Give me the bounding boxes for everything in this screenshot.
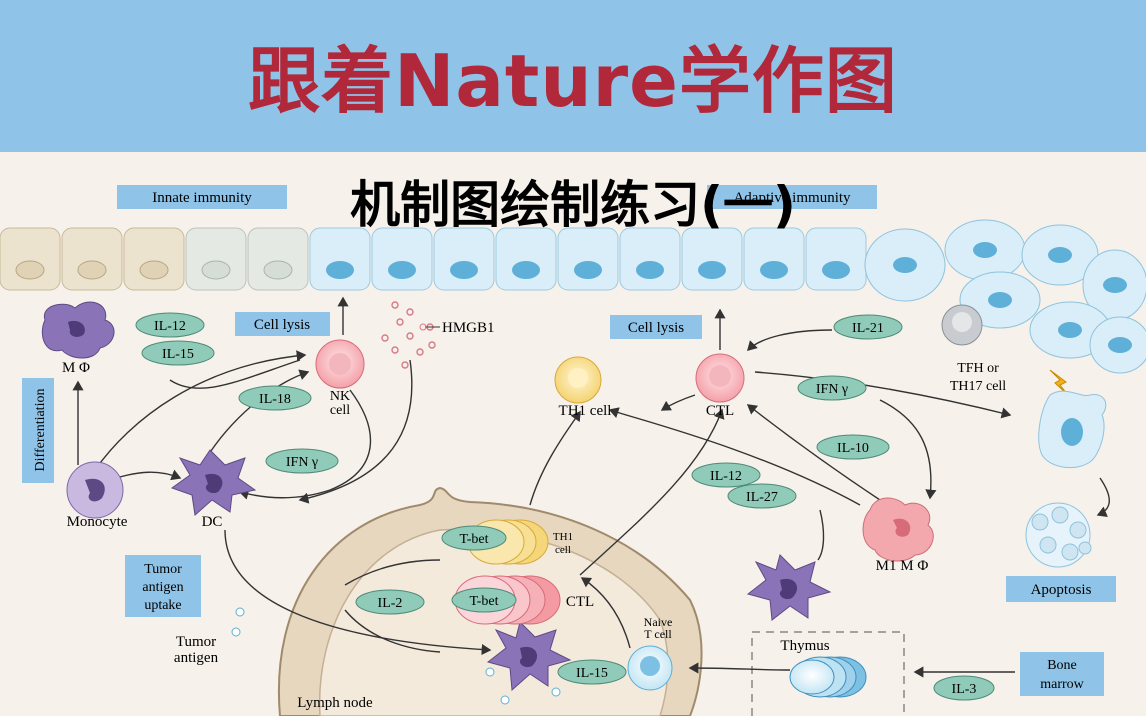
- adaptive-immunity-box: Adaptive immunity: [707, 185, 877, 209]
- label-naive: Naive: [644, 615, 673, 629]
- label-ctl-ln: CTL: [566, 594, 594, 610]
- svg-text:IL-15: IL-15: [162, 347, 194, 362]
- cytokine-ifng-b: IFN γ: [797, 375, 867, 401]
- cytokine-il15-a: IL-15: [141, 340, 215, 366]
- tumor-antigen-uptake-box: Tumor antigen uptake: [125, 555, 201, 617]
- label-tumor-antigen: Tumor: [176, 634, 216, 650]
- cytokine-il18: IL-18: [238, 385, 312, 411]
- label-dc: DC: [202, 514, 223, 530]
- svg-text:Adaptive immunity: Adaptive immunity: [733, 190, 851, 206]
- svg-text:IL-18: IL-18: [259, 392, 291, 407]
- hmgb1-granules: [381, 301, 436, 369]
- label-ctl: CTL: [706, 403, 734, 419]
- label-lymph-node: Lymph node: [297, 695, 373, 711]
- svg-text:uptake: uptake: [144, 598, 181, 613]
- banner-title: 跟着Nature学作图: [248, 39, 898, 123]
- svg-text:Cell lysis: Cell lysis: [254, 317, 310, 333]
- svg-text:IL-12: IL-12: [154, 319, 186, 334]
- svg-text:T-bet: T-bet: [459, 532, 488, 547]
- cytokine-il12-b: IL-12: [691, 462, 761, 488]
- immunity-diagram: Innate immunity Adaptive immunity Cell l…: [0, 152, 1146, 716]
- label-th1-ln-cell: cell: [555, 544, 571, 556]
- svg-text:IFN γ: IFN γ: [286, 455, 318, 470]
- svg-text:marrow: marrow: [1040, 677, 1084, 692]
- svg-text:IL-21: IL-21: [852, 321, 884, 336]
- innate-immunity-box: Innate immunity: [117, 185, 287, 209]
- label-macrophage: M Φ: [62, 360, 90, 376]
- label-th1-ln: TH1: [553, 531, 573, 543]
- cytokine-il12-a: IL-12: [135, 312, 205, 338]
- svg-text:Cell lysis: Cell lysis: [628, 320, 684, 336]
- svg-text:IL-3: IL-3: [952, 682, 977, 697]
- svg-text:T-bet: T-bet: [469, 594, 498, 609]
- svg-text:IL-12: IL-12: [710, 469, 742, 484]
- bone-marrow-box: Bone marrow: [1020, 652, 1104, 696]
- cytokine-il3: IL-3: [933, 675, 995, 701]
- label-naive-t-cell: T cell: [644, 627, 672, 641]
- label-tfh: TFH or: [957, 361, 999, 376]
- tumor-cell-cluster: [864, 219, 1146, 374]
- cell-lysis-box-innate: Cell lysis: [235, 312, 330, 336]
- label-m1: M1 M Φ: [876, 558, 929, 574]
- th1-cell: [554, 356, 602, 404]
- cytokine-il15-b: IL-15: [557, 659, 627, 685]
- svg-text:Tumor: Tumor: [144, 562, 182, 577]
- label-nk-cell: cell: [330, 403, 350, 418]
- naive-t-cell: [627, 645, 673, 691]
- thymus-region: [751, 631, 905, 716]
- svg-text:Apoptosis: Apoptosis: [1031, 582, 1092, 598]
- title-banner: 跟着Nature学作图: [0, 0, 1146, 152]
- svg-text:Innate immunity: Innate immunity: [152, 190, 252, 206]
- thymus-cells: [789, 656, 867, 698]
- cytokine-il21: IL-21: [833, 314, 903, 340]
- tumor-antigen-dots: [231, 607, 561, 705]
- m1-macrophage-cell: [862, 497, 934, 562]
- cytokine-ifng-a: IFN γ: [265, 448, 339, 474]
- diagram-subtitle: 机制图绘制练习(一): [350, 176, 796, 234]
- label-hmgb1: HMGB1: [442, 320, 495, 336]
- ctl-cell: [695, 353, 745, 403]
- label-thymus: Thymus: [780, 638, 829, 654]
- lymph-node-dc: [486, 621, 572, 692]
- svg-text:antigen: antigen: [142, 580, 183, 595]
- svg-text:IL-2: IL-2: [378, 596, 403, 611]
- label-monocyte: Monocyte: [67, 514, 128, 530]
- hmgb1-granule-marker: [419, 323, 427, 331]
- svg-text:Differentiation: Differentiation: [33, 389, 48, 472]
- label-th17: TH17 cell: [950, 379, 1006, 394]
- dendritic-cell: [170, 449, 257, 516]
- arrows: [72, 296, 1110, 678]
- cytokine-il2: IL-2: [355, 589, 425, 615]
- differentiation-box: Differentiation: [22, 378, 54, 483]
- macrophage-cell: [41, 301, 115, 359]
- monocyte-cell: [66, 461, 124, 519]
- label-tumor-antigen-2: antigen: [174, 650, 219, 666]
- epithelium-row: [0, 227, 867, 291]
- svg-text:Bone: Bone: [1047, 658, 1077, 673]
- label-th1: TH1 cell: [559, 403, 612, 419]
- tfh-cell: [941, 304, 983, 346]
- apoptosis-box: Apoptosis: [1006, 576, 1116, 602]
- label-nk: NK: [330, 389, 350, 404]
- cell-lysis-box-adaptive: Cell lysis: [610, 315, 702, 339]
- apoptotic-cell: [1025, 502, 1092, 568]
- nk-cell: [315, 339, 365, 389]
- cytokine-il27: IL-27: [727, 483, 797, 509]
- tbet-th1: T-bet: [441, 525, 507, 551]
- cytokine-il10: IL-10: [816, 434, 890, 460]
- purple-dc-right: [746, 554, 832, 621]
- svg-text:IL-10: IL-10: [837, 441, 869, 456]
- svg-text:IFN γ: IFN γ: [816, 382, 848, 397]
- dying-tumor-cell: [1038, 390, 1107, 469]
- diagram-svg: Innate immunity Adaptive immunity Cell l…: [0, 185, 1146, 716]
- svg-text:IL-15: IL-15: [576, 666, 608, 681]
- tbet-ctl: T-bet: [451, 587, 517, 613]
- svg-text:IL-27: IL-27: [746, 490, 778, 505]
